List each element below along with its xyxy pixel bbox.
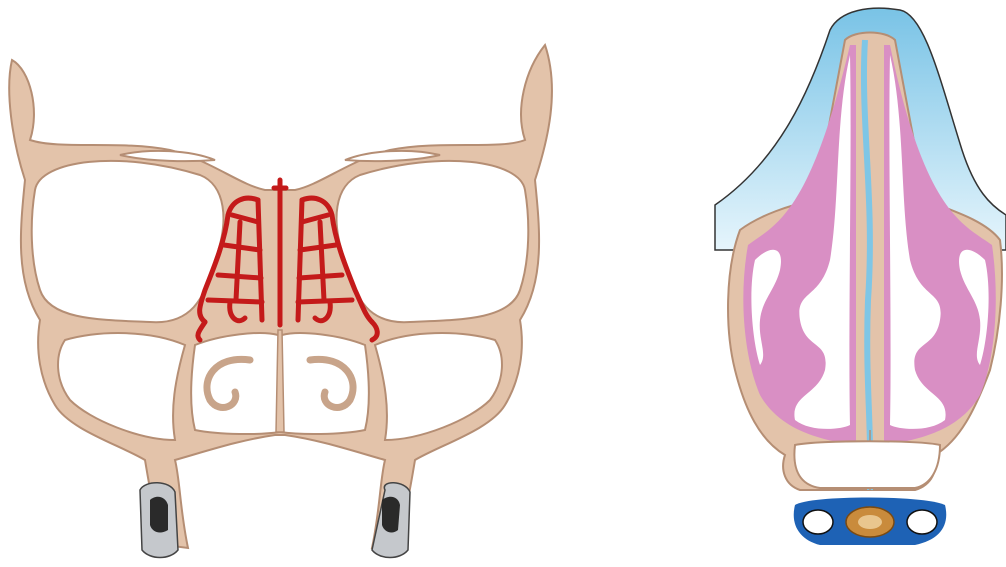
coronal-sinus-diagram	[0, 0, 560, 567]
right-orbit	[337, 161, 529, 322]
left-orbit	[32, 161, 224, 322]
nasopharynx	[794, 441, 940, 488]
nasal-septum	[276, 330, 284, 432]
axial-nasal-svg	[700, 0, 1006, 567]
axial-nasal-diagram	[700, 0, 1006, 567]
vertebra	[794, 498, 947, 546]
coronal-sinus-svg	[0, 0, 560, 567]
left-tooth	[140, 483, 178, 558]
